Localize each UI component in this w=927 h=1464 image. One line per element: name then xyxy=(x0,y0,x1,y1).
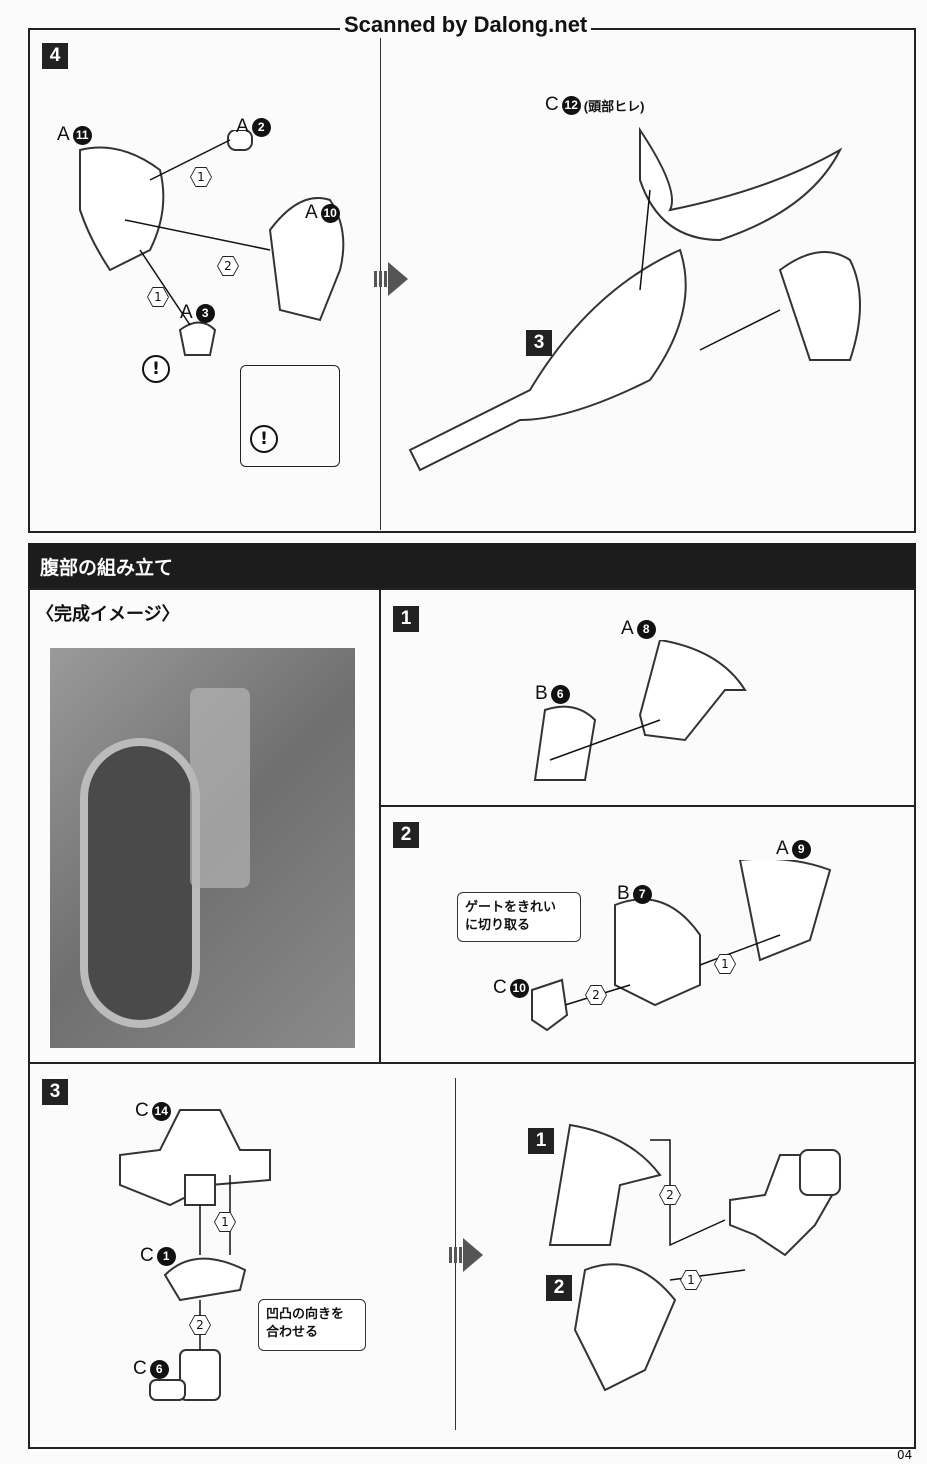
part-letter: C xyxy=(493,977,507,998)
part-number: 14 xyxy=(151,1101,171,1121)
step-badge: 2 xyxy=(393,822,419,848)
part-number: 1 xyxy=(156,1246,176,1266)
part-number: 10 xyxy=(320,203,340,223)
assembly-badge: 1 xyxy=(528,1128,554,1154)
step-badge: 3 xyxy=(42,1079,68,1105)
part-number: 11 xyxy=(72,125,92,145)
warning-icon: ! xyxy=(250,425,278,453)
section-title: 腹部の組み立て xyxy=(40,557,174,579)
joint-part xyxy=(190,688,250,888)
part-letter: A xyxy=(180,302,193,323)
part-number: 12 xyxy=(561,95,581,115)
callout-line: ゲートをきれい xyxy=(465,900,557,915)
order-marker: 2 xyxy=(217,256,239,276)
callout-line: に切り取る xyxy=(465,918,531,933)
step-badge: 1 xyxy=(393,606,419,632)
part-letter: A xyxy=(236,116,249,137)
part-letter: C xyxy=(545,94,559,115)
part-letter: A xyxy=(776,838,789,859)
completed-title: 〈完成イメージ〉 xyxy=(36,604,180,625)
order-number: 1 xyxy=(191,168,211,186)
part-letter: C xyxy=(140,1245,154,1266)
part-number: 8 xyxy=(636,619,656,639)
next-arrow-icon xyxy=(449,1238,483,1272)
order-number: 2 xyxy=(660,1186,680,1204)
callout-line: 凹凸の向きを xyxy=(266,1307,345,1322)
part-number: 3 xyxy=(195,303,215,323)
part-letter: C xyxy=(135,1100,149,1121)
step-badge: 4 xyxy=(42,43,68,69)
part-note: (頭部ヒレ) xyxy=(583,98,645,114)
order-number: 2 xyxy=(218,257,238,275)
part-letter: A xyxy=(305,202,318,223)
part-letter: A xyxy=(57,124,70,145)
next-arrow-icon xyxy=(374,262,408,296)
step3-panel xyxy=(28,1062,916,1449)
assembly-badge: 2 xyxy=(546,1275,572,1301)
part-number: 7 xyxy=(632,884,652,904)
divider xyxy=(380,805,916,807)
order-number: 2 xyxy=(586,986,606,1004)
page-number: 04 xyxy=(897,1448,913,1462)
order-number: 2 xyxy=(190,1316,210,1334)
warning-icon: ! xyxy=(142,355,170,383)
order-number: 1 xyxy=(715,955,735,973)
watermark: Scanned by Dalong.net xyxy=(340,12,592,38)
section-header: 腹部の組み立て xyxy=(28,543,916,590)
part-letter: B xyxy=(617,883,630,904)
part-number: 2 xyxy=(251,117,271,137)
order-number: 1 xyxy=(215,1213,235,1231)
divider xyxy=(379,590,381,1062)
part-letter: A xyxy=(621,618,634,639)
callout-line: 合わせる xyxy=(266,1325,319,1340)
abdomen-part xyxy=(80,738,200,1028)
part-number: 6 xyxy=(550,684,570,704)
part-letter: B xyxy=(535,683,548,704)
part-number: 9 xyxy=(791,839,811,859)
step4-panel xyxy=(28,28,916,533)
completed-image xyxy=(50,648,355,1048)
order-number: 1 xyxy=(681,1271,701,1289)
order-number: 1 xyxy=(148,288,168,306)
alignment-note-callout: 凹凸の向きを 合わせる xyxy=(258,1299,366,1351)
gate-note-callout: ゲートをきれい に切り取る xyxy=(457,892,581,942)
part-letter: C xyxy=(133,1358,147,1379)
assembly-badge: 3 xyxy=(526,330,552,356)
detail-inset xyxy=(240,365,340,467)
part-number: 10 xyxy=(509,978,529,998)
part-number: 6 xyxy=(149,1359,169,1379)
